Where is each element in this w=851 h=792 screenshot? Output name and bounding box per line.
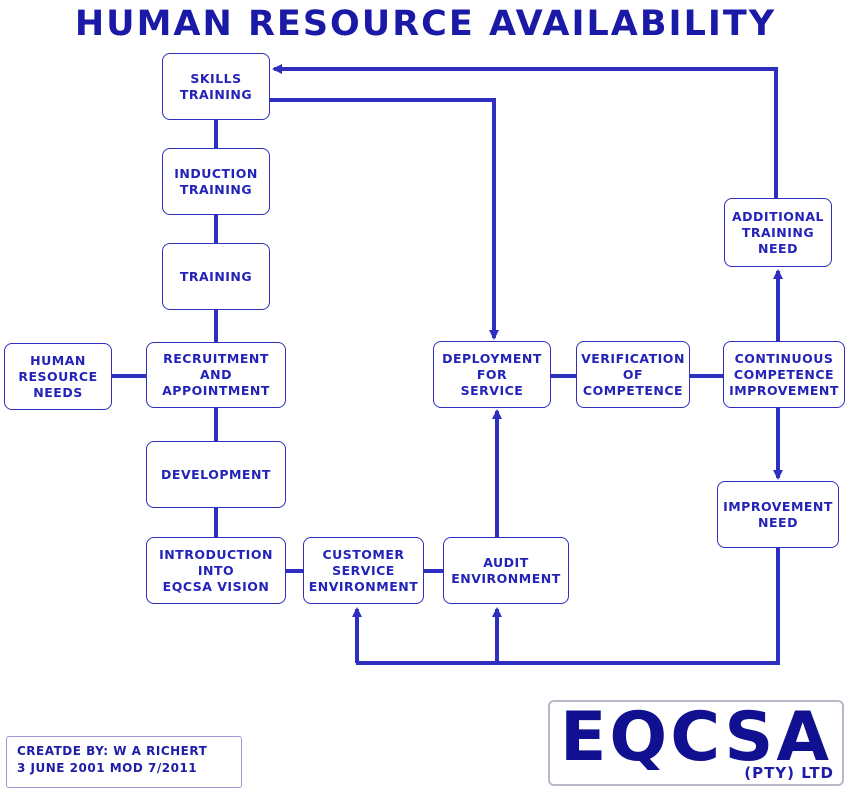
diagram-title: HUMAN RESOURCE AVAILABILITY [74,4,777,44]
logo-name: EQCSA [559,698,833,777]
node-verification-competence: VERIFICATION OF COMPETENCE [576,341,690,408]
node-additional-training-need: ADDITIONAL TRAINING NEED [724,198,832,267]
arrow-skills-deployment [270,98,499,340]
node-improvement-need: IMPROVEMENT NEED [717,481,839,548]
logo-suffix: (PTY) LTD [744,764,834,782]
credit-note: CREATDE BY: W A RICHERT 3 JUNE 2001 MOD … [6,736,242,788]
node-human-resource-needs: HUMAN RESOURCE NEEDS [4,343,112,410]
node-training: TRAINING [162,243,270,310]
arrow-additional-skills [272,64,778,198]
node-induction-training: INDUCTION TRAINING [162,148,270,215]
node-audit-environment: AUDIT ENVIRONMENT [443,537,569,604]
node-introduction-vision: INTRODUCTION INTO EQCSA VISION [146,537,286,604]
node-skills-training: SKILLS TRAINING [162,53,270,120]
credit-author: CREATDE BY: W A RICHERT [17,744,208,758]
company-logo: EQCSA (PTY) LTD [548,698,844,786]
node-development: DEVELOPMENT [146,441,286,508]
node-continuous-improvement: CONTINUOUS COMPETENCE IMPROVEMENT [723,341,845,408]
node-deployment-service: DEPLOYMENT FOR SERVICE [433,341,551,408]
credit-date: 3 JUNE 2001 MOD 7/2011 [17,761,198,775]
node-recruitment-appointment: RECRUITMENT AND APPOINTMENT [146,342,286,408]
node-customer-service: CUSTOMER SERVICE ENVIRONMENT [303,537,424,604]
